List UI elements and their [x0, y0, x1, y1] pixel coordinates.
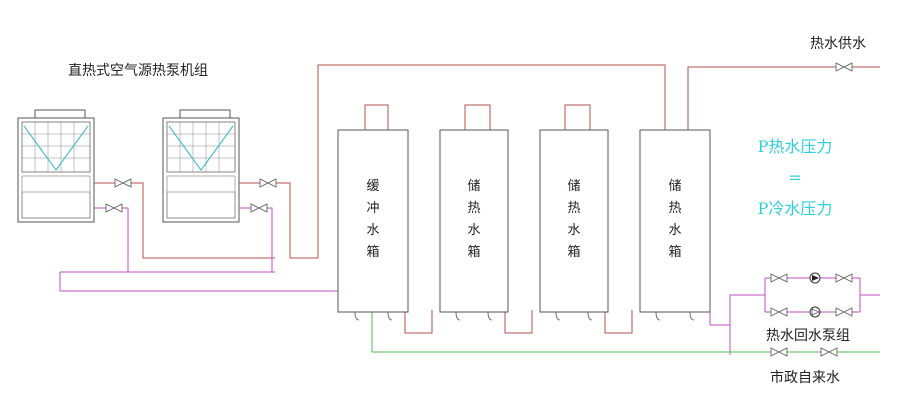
tank-3-char-4: 箱 — [567, 244, 580, 260]
tank-4-char-4: 箱 — [668, 244, 681, 260]
tank-1-char-4: 箱 — [366, 244, 379, 260]
tank-2-char-3: 水 — [467, 223, 480, 238]
municipal-water-pipe — [371, 312, 880, 353]
municipal-water-label: 市政自来水 — [770, 369, 840, 386]
circulation-pumps — [809, 272, 821, 318]
heat-pump-unit-1 — [17, 109, 95, 223]
tank-2-char-4: 箱 — [467, 244, 480, 260]
tank-3-char-2: 热 — [567, 201, 580, 216]
tank-1-char-2: 冲 — [366, 201, 379, 216]
tank-2: 储 热 水 箱 — [439, 129, 509, 321]
tank-4-char-3: 水 — [668, 223, 681, 238]
tank-3-char-1: 储 — [567, 179, 580, 194]
tank-4-char-1: 储 — [668, 179, 681, 194]
tank-4: 储 热 水 箱 — [639, 129, 711, 321]
return-pump-group-label: 热水回水泵组 — [766, 328, 850, 344]
tank-2-char-2: 热 — [467, 201, 480, 216]
tank-1: 缓 冲 水 箱 — [337, 129, 409, 321]
heat-pump-title: 直热式空气源热泵机组 — [68, 62, 208, 79]
pressure-note-line-2: P冷水压力 — [758, 199, 833, 218]
hot-water-pipes — [94, 64, 880, 334]
hot-water-supply-label: 热水供水 — [810, 36, 866, 52]
pressure-note-line-1: P热水压力 — [758, 137, 833, 156]
tank-3-char-3: 水 — [567, 223, 580, 238]
tank-3: 储 热 水 箱 — [539, 129, 609, 321]
valves — [105, 62, 853, 357]
pressure-note-equals: = — [788, 168, 801, 187]
tank-2-char-1: 储 — [467, 179, 480, 194]
tank-1-char-3: 水 — [366, 223, 379, 238]
heat-pump-unit-2 — [162, 109, 240, 223]
tank-4-char-2: 热 — [668, 201, 681, 216]
tank-1-char-1: 缓 — [366, 179, 379, 194]
